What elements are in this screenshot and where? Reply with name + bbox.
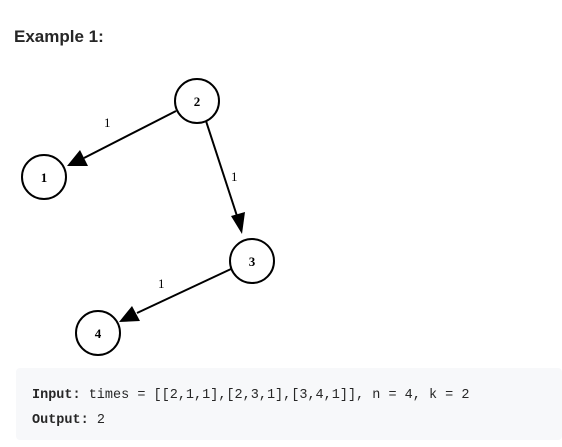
edge-2-to-1: 1 <box>67 110 177 166</box>
node-3: 3 <box>229 238 275 284</box>
edge-2-to-3: 1 <box>205 120 245 234</box>
node-2: 2 <box>174 78 220 124</box>
arrowhead-icon <box>67 150 88 166</box>
graph-diagram: 1 1 1 2 1 3 4 <box>21 78 275 356</box>
node-1: 1 <box>21 154 67 200</box>
node-circle <box>174 78 220 124</box>
edge-weight-label: 1 <box>231 169 238 184</box>
output-key: Output: <box>32 413 89 428</box>
edge-line <box>136 268 232 314</box>
input-value: times = [[2,1,1],[2,3,1],[3,4,1]], n = 4… <box>80 388 470 403</box>
example-heading: Example 1: <box>14 27 104 46</box>
node-label: 1 <box>41 170 48 185</box>
input-line: Input: times = [[2,1,1],[2,3,1],[3,4,1]]… <box>32 383 562 408</box>
edge-weight-label: 1 <box>158 276 165 291</box>
node-label: 3 <box>249 254 256 269</box>
node-circle <box>75 310 121 356</box>
edge-3-to-4: 1 <box>119 268 232 322</box>
example-code-block: Input: times = [[2,1,1],[2,3,1],[3,4,1]]… <box>16 368 562 440</box>
node-label: 2 <box>194 94 201 109</box>
output-line: Output: 2 <box>32 408 562 433</box>
arrowhead-icon <box>231 212 245 234</box>
arrowhead-icon <box>119 306 140 322</box>
node-4: 4 <box>75 310 121 356</box>
node-label: 4 <box>95 326 102 341</box>
edge-weight-label: 1 <box>104 115 111 130</box>
node-circle <box>229 238 275 284</box>
node-circle <box>21 154 67 200</box>
output-value: 2 <box>88 413 105 428</box>
input-key: Input: <box>32 388 81 403</box>
edge-line <box>205 120 238 217</box>
edge-line <box>83 110 177 159</box>
